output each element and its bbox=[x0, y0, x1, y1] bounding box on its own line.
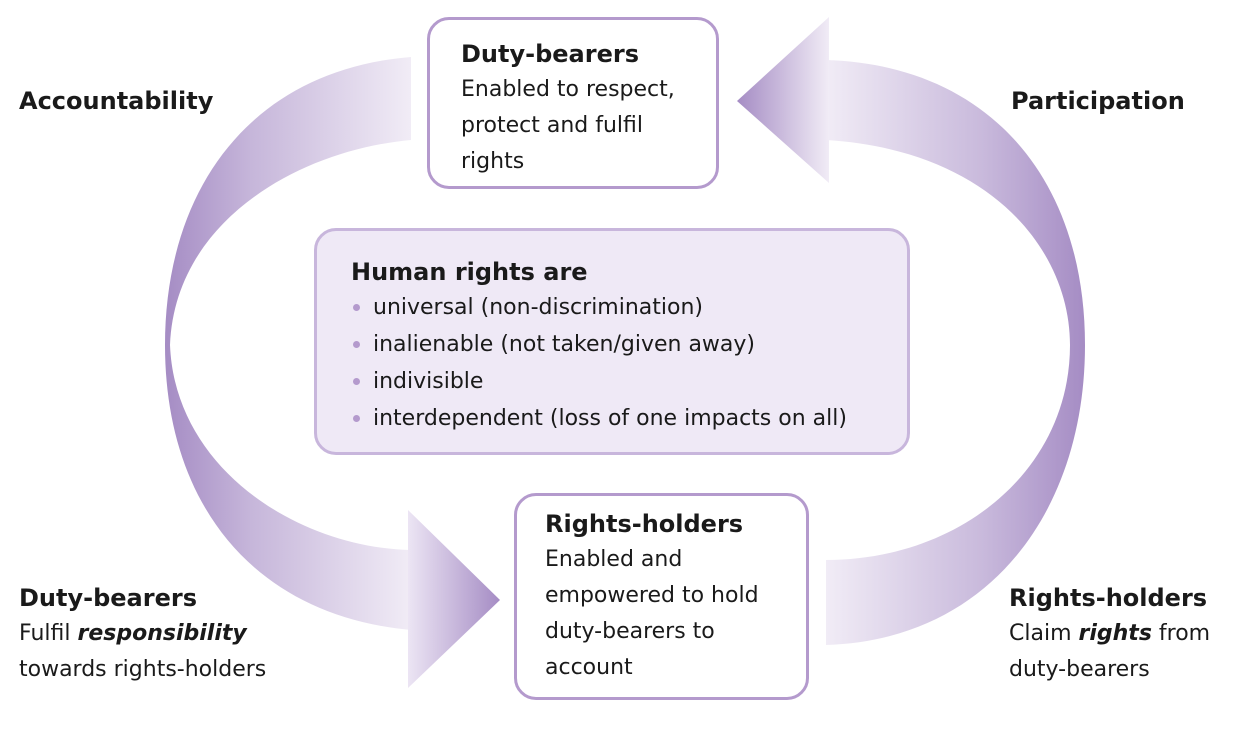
list-item: inalienable (not taken/given away) bbox=[351, 326, 897, 363]
duty-bearers-caption-title: Duty-bearers bbox=[19, 584, 197, 612]
bullet-icon bbox=[353, 378, 360, 385]
caption-text: Claim bbox=[1009, 621, 1079, 646]
duty-bearers-title: Duty-bearers bbox=[461, 40, 639, 68]
accountability-arrow-body bbox=[165, 57, 411, 630]
duty-bearers-caption-line1: Fulfil responsibility bbox=[19, 616, 266, 652]
duty-bearers-caption-line2: towards rights-holders bbox=[19, 657, 267, 682]
list-item-text: interdependent (loss of one impacts on a… bbox=[373, 406, 847, 431]
accountability-arrow-head bbox=[408, 510, 500, 688]
rights-holders-caption-title: Rights-holders bbox=[1009, 584, 1208, 612]
list-item: interdependent (loss of one impacts on a… bbox=[351, 400, 897, 437]
human-rights-title: Human rights are bbox=[351, 258, 588, 286]
rights-holders-title: Rights-holders bbox=[545, 510, 744, 538]
list-item-text: inalienable (not taken/given away) bbox=[373, 332, 756, 357]
rights-holders-text: Enabled and empowered to hold duty-beare… bbox=[545, 547, 759, 680]
duty-bearers-caption: Duty-bearers Fulfil responsibility towar… bbox=[19, 580, 266, 688]
caption-text: Fulfil bbox=[19, 621, 78, 646]
accountability-label: Accountability bbox=[19, 87, 214, 115]
bullet-icon bbox=[353, 304, 360, 311]
participation-arrow-body bbox=[826, 60, 1085, 645]
rights-keyword: rights bbox=[1078, 621, 1152, 646]
duty-bearers-text: Enabled to respect, protect and fulfil r… bbox=[461, 77, 675, 174]
caption-text: from bbox=[1151, 621, 1211, 646]
participation-label: Participation bbox=[1011, 87, 1185, 115]
bullet-icon bbox=[353, 341, 360, 348]
rights-holders-caption-line2: duty-bearers bbox=[1009, 657, 1150, 682]
list-item-text: universal (non-discrimination) bbox=[373, 295, 703, 320]
list-item-text: indivisible bbox=[373, 369, 484, 394]
list-item: universal (non-discrimination) bbox=[351, 289, 897, 326]
duty-bearers-box: Duty-bearers Enabled to respect, protect… bbox=[427, 17, 719, 189]
participation-arrow-head bbox=[737, 17, 829, 183]
human-rights-box: Human rights are universal (non-discrimi… bbox=[314, 228, 910, 455]
human-rights-list: universal (non-discrimination) inalienab… bbox=[351, 289, 897, 437]
list-item: indivisible bbox=[351, 363, 897, 400]
responsibility-keyword: responsibility bbox=[77, 621, 247, 646]
rights-holders-box: Rights-holders Enabled and empowered to … bbox=[514, 493, 809, 700]
bullet-icon bbox=[353, 415, 360, 422]
rights-holders-caption: Rights-holders Claim rights from duty-be… bbox=[1009, 580, 1210, 688]
rights-holders-caption-line1: Claim rights from bbox=[1009, 616, 1210, 652]
